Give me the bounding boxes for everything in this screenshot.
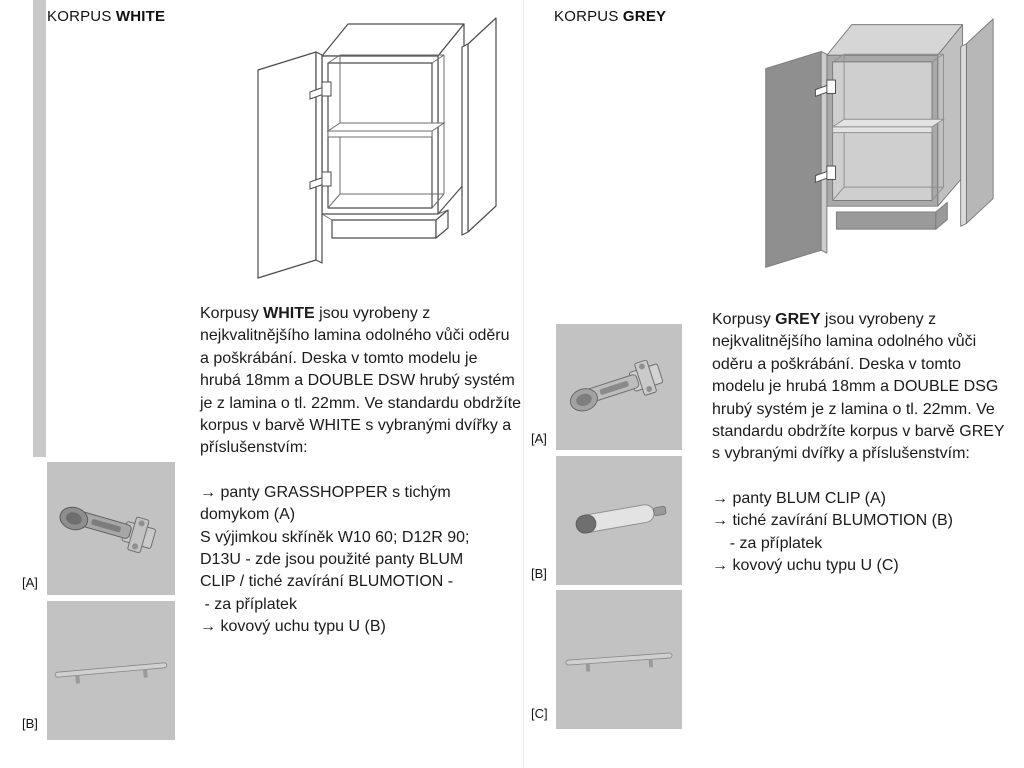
- white-description: Korpusy WHITE jsou vyrobeny z nejkvalitn…: [200, 303, 522, 639]
- feature-line: → kovový uchu typu U (C): [712, 557, 899, 575]
- cabinet-open-door: [765, 50, 828, 268]
- cabinet-shelf: [831, 118, 946, 134]
- cabinet-side-face: [937, 24, 964, 207]
- grey-cabinet-svg: [765, 18, 994, 268]
- feature-line: CLIP / tiché zavírání BLUMOTION -: [200, 573, 454, 591]
- feature-line: D13U - zde jsou použité panty BLUM: [200, 551, 464, 569]
- feature-line: → panty GRASSHOPPER s tichým: [200, 483, 451, 501]
- grey-description: Korpusy GREY jsou vyrobeny z nejkvalitně…: [712, 309, 1010, 577]
- white-handle-photo-box: [47, 601, 175, 740]
- cabinet-open-door: [257, 51, 323, 279]
- figure-label-b: [B]: [22, 716, 38, 731]
- hinge-photo-icon: [59, 506, 157, 554]
- grey-feature-list: → panty BLUM CLIP (A) → tiché zavírání BL…: [712, 488, 1010, 578]
- side-cover-panel: [461, 17, 497, 236]
- white-feature-list: → panty GRASSHOPPER s tichým domykom (A) S…: [200, 482, 522, 639]
- para-post: jsou vyrobeny z nejkvalitnějšího lamina …: [712, 311, 1005, 463]
- page-divider: [523, 0, 524, 768]
- u-handle-icon: [565, 652, 673, 672]
- side-cover-panel: [960, 18, 994, 227]
- heading-variant: WHITE: [115, 8, 166, 25]
- korpus-grey-heading: KORPUS GREY: [554, 8, 666, 25]
- korpus-white-heading: KORPUS WHITE: [47, 8, 165, 25]
- feature-line: → kovový uchu typu U (B): [200, 618, 386, 636]
- cabinet-plinth: [835, 201, 948, 230]
- feature-line: - za příplatek: [200, 595, 297, 613]
- feature-line: S výjimkou skříněk W10 60; D12R 90;: [200, 528, 470, 546]
- para-bold: GREY: [775, 311, 821, 328]
- white-paragraph: Korpusy WHITE jsou vyrobeny z nejkvalitn…: [200, 303, 522, 460]
- heading-prefix: KORPUS: [554, 8, 623, 25]
- heading-variant: GREY: [622, 8, 667, 25]
- page-edge-strip: [33, 0, 46, 457]
- grey-damper-photo-box: [556, 456, 682, 585]
- para-post: jsou vyrobeny z nejkvalitnějšího lamina …: [200, 305, 522, 457]
- white-cabinet-drawing: [252, 6, 522, 296]
- heading-prefix: KORPUS: [47, 8, 116, 25]
- para-bold: WHITE: [263, 305, 315, 322]
- cabinet-shelf: [326, 122, 446, 138]
- feature-line: - za příplatek: [712, 534, 823, 552]
- hinge-icon: [814, 165, 836, 183]
- figure-label-a: [A]: [531, 431, 547, 446]
- white-hinge-photo-box: [47, 462, 175, 595]
- para-pre: Korpusy: [200, 305, 264, 322]
- figure-label-c: [C]: [531, 706, 548, 721]
- grey-paragraph: Korpusy GREY jsou vyrobeny z nejkvalitně…: [712, 309, 1010, 466]
- grey-hinge-photo-box: [556, 324, 682, 450]
- hinge-icon: [814, 79, 836, 97]
- hinge-icon: [309, 171, 332, 190]
- white-cabinet-svg: [257, 17, 497, 279]
- hinge-photo-icon: [569, 359, 664, 412]
- cabinet-side-face: [437, 23, 465, 215]
- figure-label-a: [A]: [22, 575, 38, 590]
- blumotion-damper-icon: [575, 504, 667, 534]
- figure-label-b: [B]: [531, 566, 547, 581]
- grey-handle-photo-box: [556, 590, 682, 729]
- feature-line: → panty BLUM CLIP (A): [712, 489, 886, 507]
- grey-cabinet-drawing: [760, 2, 1018, 290]
- cabinet-plinth: [321, 209, 449, 239]
- u-handle-icon: [54, 662, 168, 684]
- para-pre: Korpusy: [712, 311, 776, 328]
- feature-line: domykom (A): [200, 506, 296, 524]
- hinge-icon: [309, 81, 332, 100]
- feature-line: → tiché zavírání BLUMOTION (B): [712, 512, 953, 530]
